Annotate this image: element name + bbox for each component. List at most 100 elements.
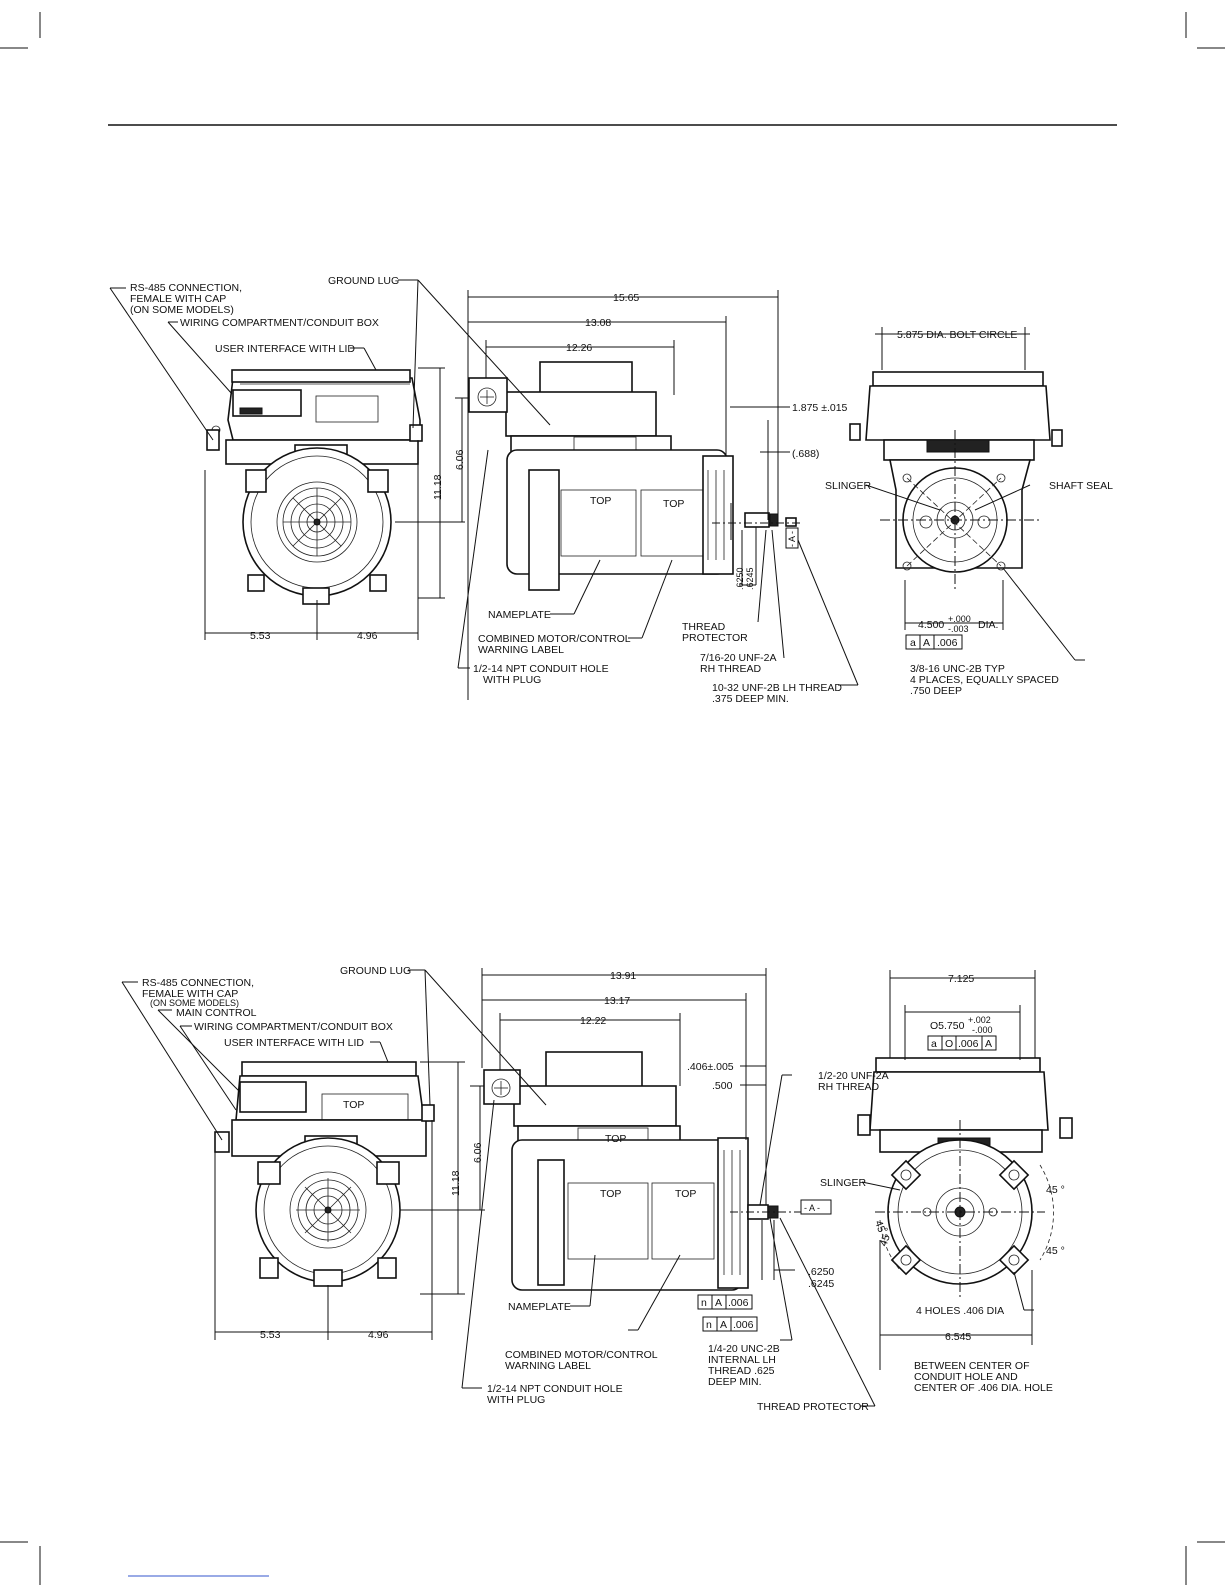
top-callout-rs485-2: FEMALE WITH CAP [130,293,226,305]
drawing-bottom: TOP 5.53 4.96 11.18 6.06 [121,965,1073,1413]
bottom-callout-thread-quarter-2: INTERNAL LH [708,1354,776,1366]
top-leaders [109,279,859,686]
top-callout-protector-2: PROTECTOR [682,632,748,644]
top-callout-nameplate: NAMEPLATE [488,609,551,621]
top-callout-slinger: SLINGER [825,480,872,492]
top-dim-13: 13.08 [585,317,611,329]
bottom-dim-pilot-tol-plus: +.002 [968,1015,991,1025]
bottom-dim-right: 4.96 [368,1329,389,1341]
top-dim-left: 5.53 [250,630,271,642]
top-dim-pilot-tol-plus: +.000 [948,614,971,624]
bottom-callout-thread-quarter-1: 1/4-20 UNC-2B [708,1343,780,1355]
top-dim-bolt-circle: 5.875 DIA. BOLT CIRCLE [897,329,1017,341]
bottom-datum-box [800,1199,832,1215]
bottom-fcf-1-sym: n [701,1297,707,1309]
bottom-end-view [857,970,1073,1370]
bottom-dim-pilot-tol-minus: -.000 [972,1025,993,1035]
top-front-view [204,367,480,640]
bottom-angle-b: 45 ° [1046,1245,1065,1257]
bottom-callout-rs485-1: RS-485 CONNECTION, [142,977,254,989]
bottom-fcf-pilot-value: .006 [958,1038,979,1050]
bottom-callout-holes: 4 HOLES .406 DIA [916,1305,1004,1317]
top-dim-606: 6.06 [454,449,466,470]
bottom-callout-conduit-2: WITH PLUG [487,1394,545,1406]
top-callout-conduit-1: 1/2-14 NPT CONDUIT HOLE [473,663,609,675]
bottom-dim-bolt-span: 6.545 [945,1331,971,1343]
top-callout-warning-1: COMBINED MOTOR/CONTROL [478,633,631,645]
bottom-callout-warning-2: WARNING LABEL [505,1360,591,1372]
top-callout-bolt-1: 3/8-16 UNC-2B TYP [910,663,1005,675]
bottom-label-top-lid: TOP [343,1099,364,1111]
drawing-top: 5.53 4.96 11.18 6.06 [109,275,1113,705]
bottom-callout-protector: THREAD PROTECTOR [757,1401,869,1413]
bottom-front-view [214,1061,495,1340]
top-callout-ground: GROUND LUG [328,275,399,287]
bottom-callout-thread-half-1: 1/2-20 UNF-2A [818,1070,889,1082]
top-callout-thread-1032-2: .375 DEEP MIN. [712,693,789,705]
top-datum-label: - A - [787,531,797,547]
bottom-fcf-2-sym: n [706,1319,712,1331]
bottom-fcf-pilot-sym: O [945,1038,953,1050]
bottom-callout-some-models: (ON SOME MODELS) [150,998,239,1008]
bottom-label-top-1: TOP [600,1188,621,1200]
bottom-label-top-box: TOP [605,1133,626,1145]
top-callout-wiring: WIRING COMPARTMENT/CONDUIT BOX [180,317,379,329]
top-callout-protector-1: THREAD [682,621,726,633]
bottom-dim-606: 6.06 [472,1142,484,1163]
bottom-fcf-2-datum: A [720,1319,727,1331]
bottom-callout-between-2: CONDUIT HOLE AND [914,1371,1018,1383]
top-fcf-value: .006 [937,637,958,649]
bottom-dim-shaft-dia-2: .6245 [808,1278,834,1290]
top-dim-pilot-suffix: DIA. [978,619,998,631]
top-dim-right: 4.96 [357,630,378,642]
bottom-dim-left: 5.53 [260,1329,281,1341]
top-callout-bolt-3: .750 DEEP [910,685,962,697]
bottom-leaders [121,969,876,1407]
top-dim-shaft-ext: 1.875 ±.015 [792,402,848,414]
top-dim-pilot: 4.500 [918,619,944,631]
bottom-callout-wiring: WIRING COMPARTMENT/CONDUIT BOX [194,1021,393,1033]
bottom-dim-shaft-dia-1: .6250 [808,1266,834,1278]
bottom-fcf-1-value: .006 [728,1297,749,1309]
bottom-angle-a: 45 ° [1046,1184,1065,1196]
bottom-callout-nameplate: NAMEPLATE [508,1301,571,1313]
top-dim-688: (.688) [792,448,819,460]
top-dim-12: 12.26 [566,342,592,354]
top-callout-bolt-2: 4 PLACES, EQUALLY SPACED [910,674,1059,686]
top-dim-overall: 15.65 [613,292,639,304]
bottom-callout-thread-quarter-3: THREAD .625 [708,1365,775,1377]
top-callout-shaft-seal: SHAFT SEAL [1049,480,1113,492]
top-dim-pilot-tol-minus: -.003 [948,624,969,634]
top-datum-box [785,527,799,549]
top-fcf [905,634,963,650]
bottom-label-top-2: TOP [675,1188,696,1200]
top-callout-ui: USER INTERFACE WITH LID [215,343,355,355]
bottom-callout-thread-half-2: RH THREAD [818,1081,879,1093]
bottom-fcf-pilot-datum: A [985,1038,992,1050]
top-fcf-a: a [910,637,916,649]
bottom-dim-13: 13.17 [604,995,630,1007]
top-dim-shaft-dia-2: .6245 [745,567,755,590]
bottom-fcf-pilot [927,1035,997,1051]
top-callout-conduit-2: WITH PLUG [483,674,541,686]
bottom-dim-500: .500 [712,1080,733,1092]
bottom-callout-between-3: CENTER OF .406 DIA. HOLE [914,1382,1053,1394]
top-callout-thread-716-2: RH THREAD [700,663,761,675]
bottom-callout-warning-1: COMBINED MOTOR/CONTROL [505,1349,658,1361]
top-callout-thread-1032-1: 10-32 UNF-2B LH THREAD [712,682,842,694]
top-side-view [467,290,800,700]
bottom-fcf-pilot-a: a [931,1038,937,1050]
bottom-callout-thread-quarter-4: DEEP MIN. [708,1376,761,1388]
bottom-callout-rs485-2: FEMALE WITH CAP [142,988,238,1000]
bottom-dim-12: 12.22 [580,1015,606,1027]
bottom-callout-ground: GROUND LUG [340,965,411,977]
bottom-side-view [481,968,808,1291]
top-label-top-1: TOP [590,495,611,507]
bottom-fcf-1 [697,1294,753,1310]
bottom-dim-width: 7.125 [948,973,974,985]
top-end-view [849,327,1085,661]
top-callout-rs485-3: (ON SOME MODELS) [130,304,234,316]
bottom-callout-main-control: MAIN CONTROL [176,1007,257,1019]
top-callout-thread-716-1: 7/16-20 UNF-2A [700,652,776,664]
